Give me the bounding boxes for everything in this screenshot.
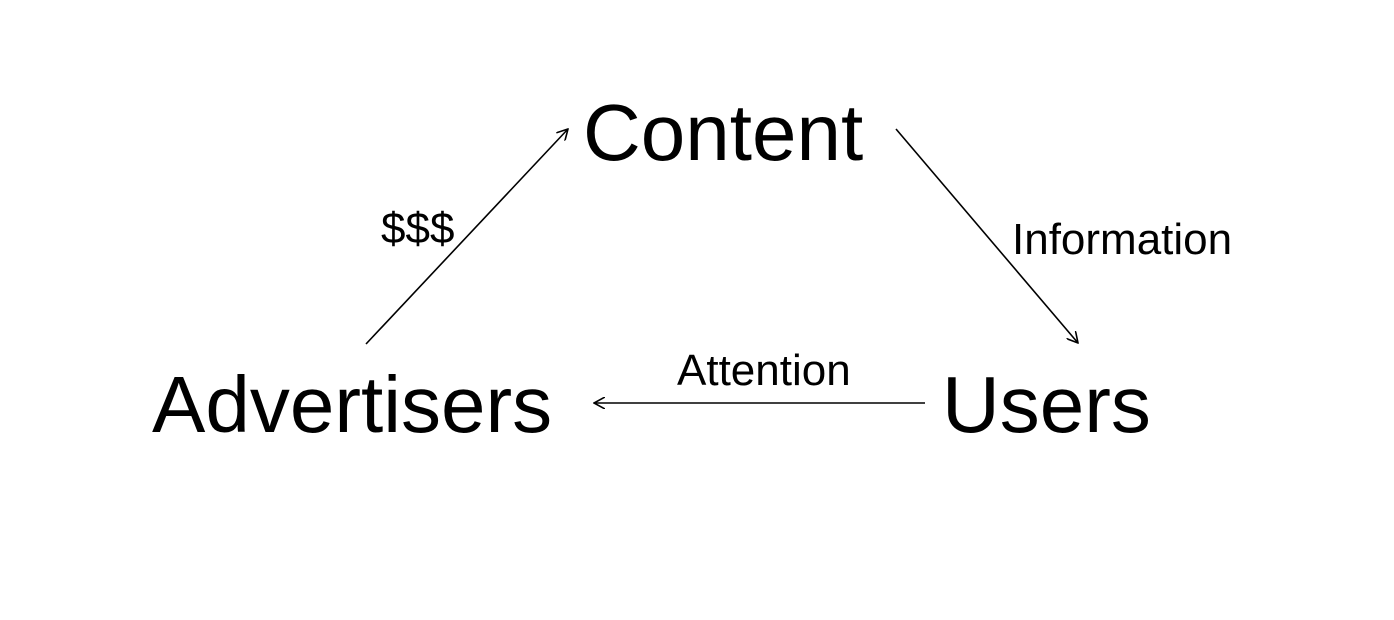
node-advertisers: Advertisers bbox=[152, 360, 552, 449]
node-users: Users bbox=[942, 360, 1151, 449]
edge-label-attention: Attention bbox=[677, 346, 851, 395]
arrow-advertisers-to-content bbox=[365, 129, 568, 345]
arrow-content-to-users bbox=[895, 128, 1078, 343]
node-content: Content bbox=[583, 88, 863, 177]
edge-label-money: $$$ bbox=[381, 204, 454, 253]
edge-label-information: Information bbox=[1012, 215, 1232, 264]
